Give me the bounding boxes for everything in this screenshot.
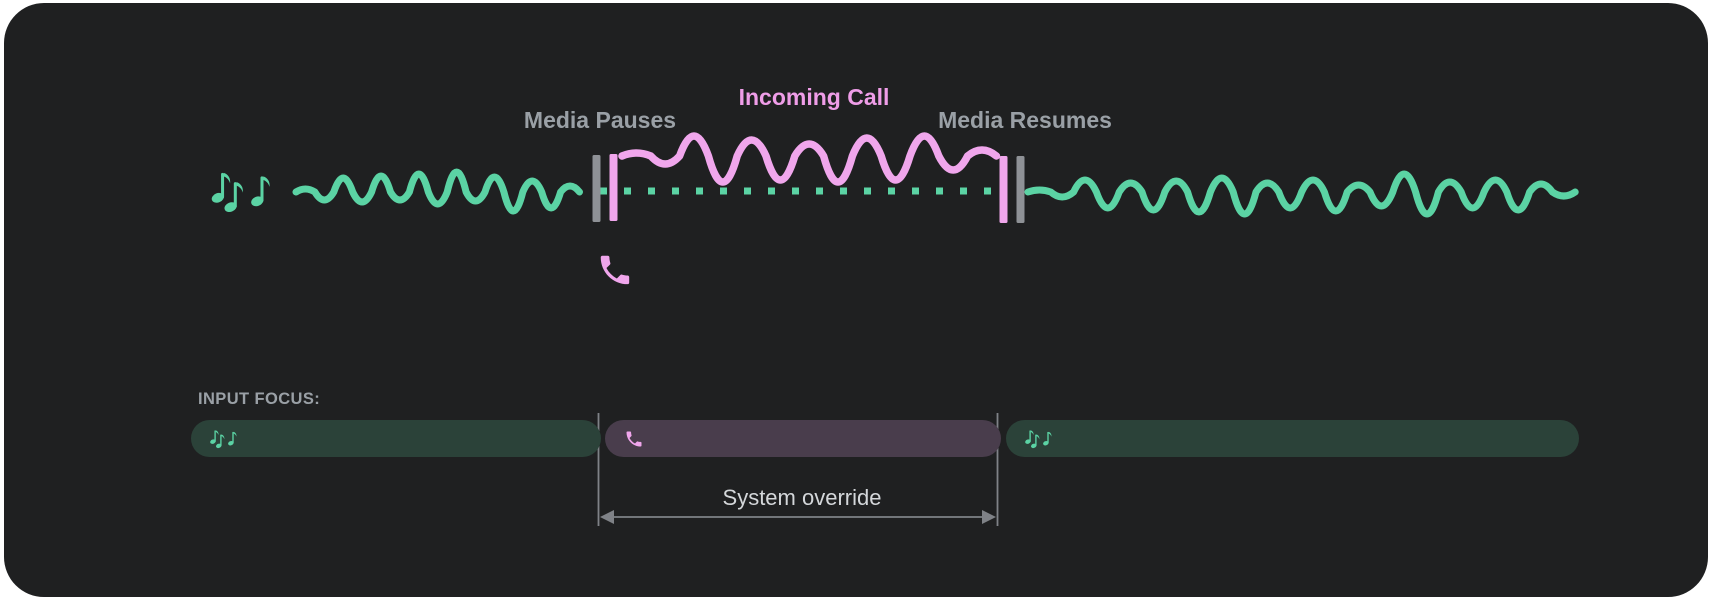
input-focus-media-segment-2 <box>1006 420 1579 457</box>
media-resumes-label: Media Resumes <box>938 107 1112 133</box>
music-notes-icon <box>1025 429 1053 449</box>
override-arrow-right-head <box>982 510 996 524</box>
diagram-card: Media Pauses Incoming Call Media Resumes… <box>4 3 1708 597</box>
media-pauses-label: Media Pauses <box>523 107 677 133</box>
pause-marker-gray-bar <box>592 155 601 222</box>
input-focus-heading: INPUT FOCUS: <box>198 390 321 408</box>
media-pause-markers <box>592 154 618 222</box>
phone-icon <box>626 431 642 446</box>
media-wave-after-resume <box>1024 170 1579 218</box>
music-notes-icon <box>210 173 269 214</box>
pause-marker-pink-bar <box>609 154 618 221</box>
phone-icon <box>600 255 630 285</box>
input-focus-media-segment-1 <box>191 420 601 457</box>
input-focus-call-segment <box>605 420 1001 457</box>
system-override-label: System override <box>722 485 882 510</box>
resume-marker-pink-bar <box>999 156 1008 223</box>
resume-marker-gray-bar <box>1016 156 1025 223</box>
music-notes-icon <box>210 429 238 449</box>
media-wave-before-pause <box>292 168 583 215</box>
incoming-call-label: Incoming Call <box>738 84 890 110</box>
incoming-call-wave <box>618 132 1001 186</box>
media-resume-markers <box>999 156 1025 223</box>
override-arrow-left-head <box>600 510 614 524</box>
